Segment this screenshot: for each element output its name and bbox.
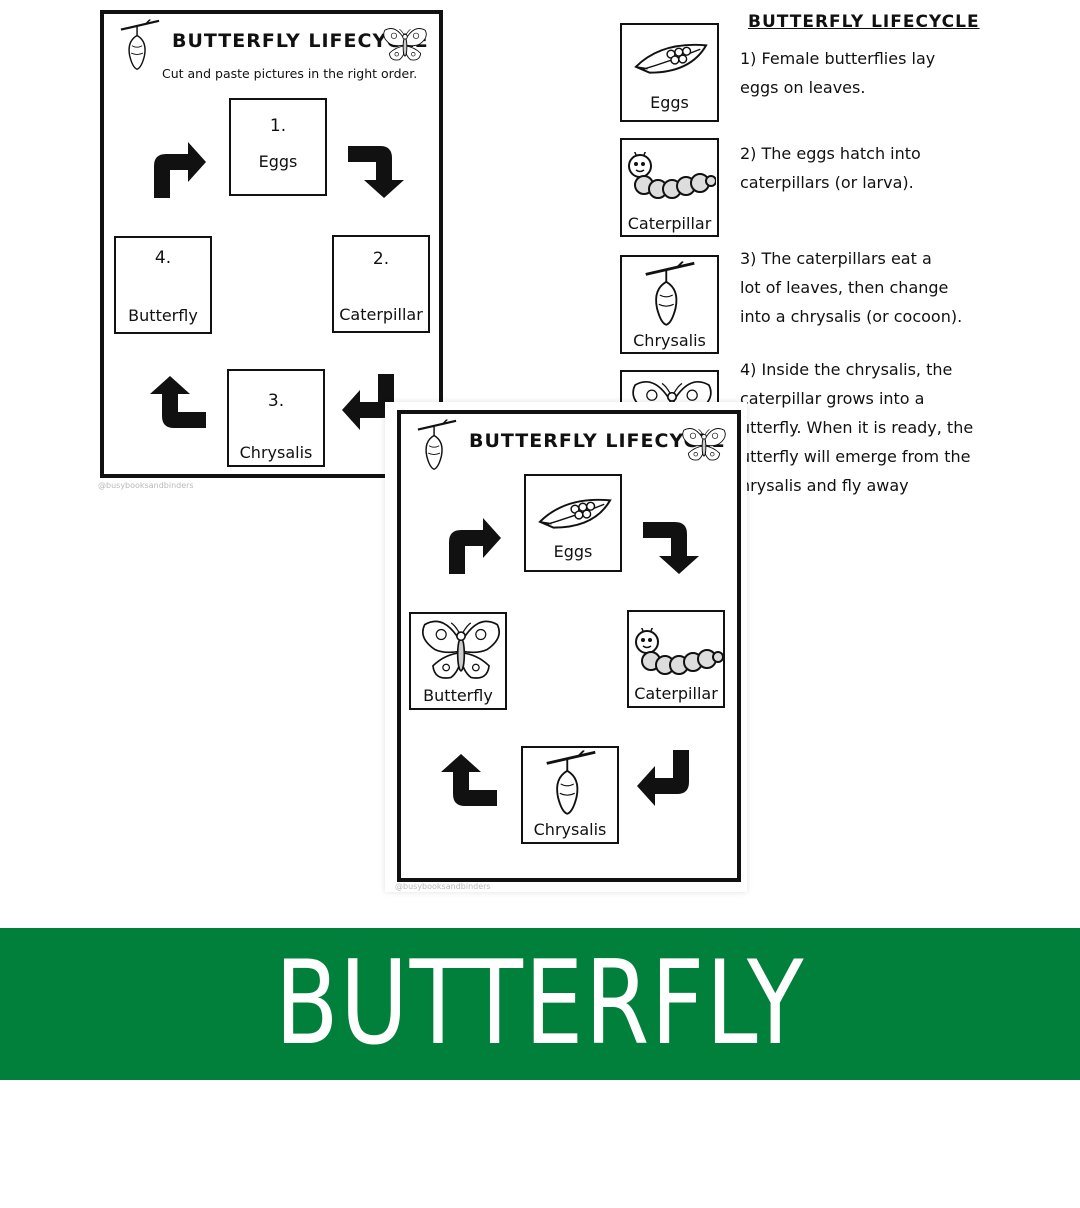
stage-label: Eggs bbox=[553, 542, 593, 561]
arrow-up-right-icon bbox=[148, 140, 208, 200]
stage-label: Caterpillar bbox=[339, 305, 423, 324]
chrysalis-icon bbox=[543, 750, 599, 816]
worksheet-complete-frame bbox=[397, 410, 741, 882]
credit-text: @busybooksandbinders bbox=[98, 481, 194, 490]
chrysalis-branch-icon bbox=[118, 16, 162, 74]
card-caterpillar: Caterpillar bbox=[620, 138, 719, 237]
stage-number: 4. bbox=[154, 248, 172, 268]
stage-card-butterfly[interactable]: Butterfly bbox=[409, 612, 507, 710]
arrow-right-down-icon bbox=[346, 140, 406, 200]
worksheet-blank: BUTTERFLY LIFECYCLE Cut and paste pictur… bbox=[88, 0, 453, 490]
stage-box-eggs[interactable]: 1. Eggs bbox=[229, 98, 327, 196]
leaf-eggs-icon bbox=[632, 39, 710, 79]
stage-label: Chrysalis bbox=[533, 820, 607, 839]
card-label: Eggs bbox=[650, 93, 689, 112]
credit-text: @busybooksandbinders bbox=[395, 882, 491, 891]
stage-label: Chrysalis bbox=[239, 443, 313, 462]
stage-box-butterfly[interactable]: 4. Butterfly bbox=[114, 236, 212, 334]
stage-box-chrysalis[interactable]: 3. Chrysalis bbox=[227, 369, 325, 467]
step-1-text: 1) Female butterflies lay eggs on leaves… bbox=[740, 49, 936, 97]
stage-number: 2. bbox=[372, 249, 390, 269]
worksheet-instruction: Cut and paste pictures in the right orde… bbox=[162, 66, 418, 81]
stage-number: 3. bbox=[267, 391, 285, 411]
butterfly-icon bbox=[382, 22, 428, 68]
worksheet-blank-title: BUTTERFLY LIFECYCLE bbox=[172, 30, 429, 52]
arrow-left-up-icon bbox=[148, 374, 208, 434]
stage-number: 1. bbox=[269, 116, 287, 136]
step-4-text: 4) Inside the chrysalis, the caterpillar… bbox=[740, 360, 974, 495]
caterpillar-icon bbox=[626, 152, 716, 202]
arrow-down-left-icon bbox=[635, 748, 695, 808]
stage-box-caterpillar[interactable]: 2. Caterpillar bbox=[332, 235, 430, 333]
step-2-text: 2) The eggs hatch into caterpillars (or … bbox=[740, 144, 921, 192]
arrow-right-down-icon bbox=[641, 516, 701, 576]
stage-card-caterpillar[interactable]: Caterpillar bbox=[627, 610, 725, 708]
info-sheet-title: BUTTERFLY LIFECYCLE bbox=[748, 12, 980, 32]
card-eggs: Eggs bbox=[620, 23, 719, 122]
worksheet-blank-frame bbox=[100, 10, 443, 478]
stage-label: Butterfly bbox=[128, 306, 198, 325]
stage-card-chrysalis[interactable]: Chrysalis bbox=[521, 746, 619, 844]
leaf-eggs-icon bbox=[536, 494, 614, 534]
arrow-up-right-icon bbox=[443, 516, 503, 576]
caterpillar-icon bbox=[633, 628, 723, 678]
chrysalis-branch-icon bbox=[415, 416, 459, 474]
worksheet-complete-title: BUTTERFLY LIFECYCLE bbox=[469, 430, 726, 452]
chrysalis-icon bbox=[642, 261, 698, 327]
butterfly-icon bbox=[419, 618, 503, 684]
card-label: Chrysalis bbox=[633, 331, 706, 350]
stage-label: Butterfly bbox=[423, 686, 493, 705]
step-3-text: 3) The caterpillars eat a lot of leaves,… bbox=[740, 249, 963, 326]
worksheet-complete: BUTTERFLY LIFECYCLE Eggs Caterpillar Chr… bbox=[385, 402, 747, 892]
banner-title: BUTTERFLY LIFECYCLE bbox=[274, 936, 806, 1207]
butterfly-icon bbox=[681, 422, 727, 468]
card-chrysalis: Chrysalis bbox=[620, 255, 719, 354]
stage-label: Eggs bbox=[258, 152, 298, 171]
card-label: Caterpillar bbox=[627, 214, 712, 233]
title-banner: BUTTERFLY LIFECYCLE bbox=[0, 928, 1080, 1207]
stage-card-eggs[interactable]: Eggs bbox=[524, 474, 622, 572]
stage-label: Caterpillar bbox=[634, 684, 718, 703]
arrow-left-up-icon bbox=[439, 752, 499, 812]
